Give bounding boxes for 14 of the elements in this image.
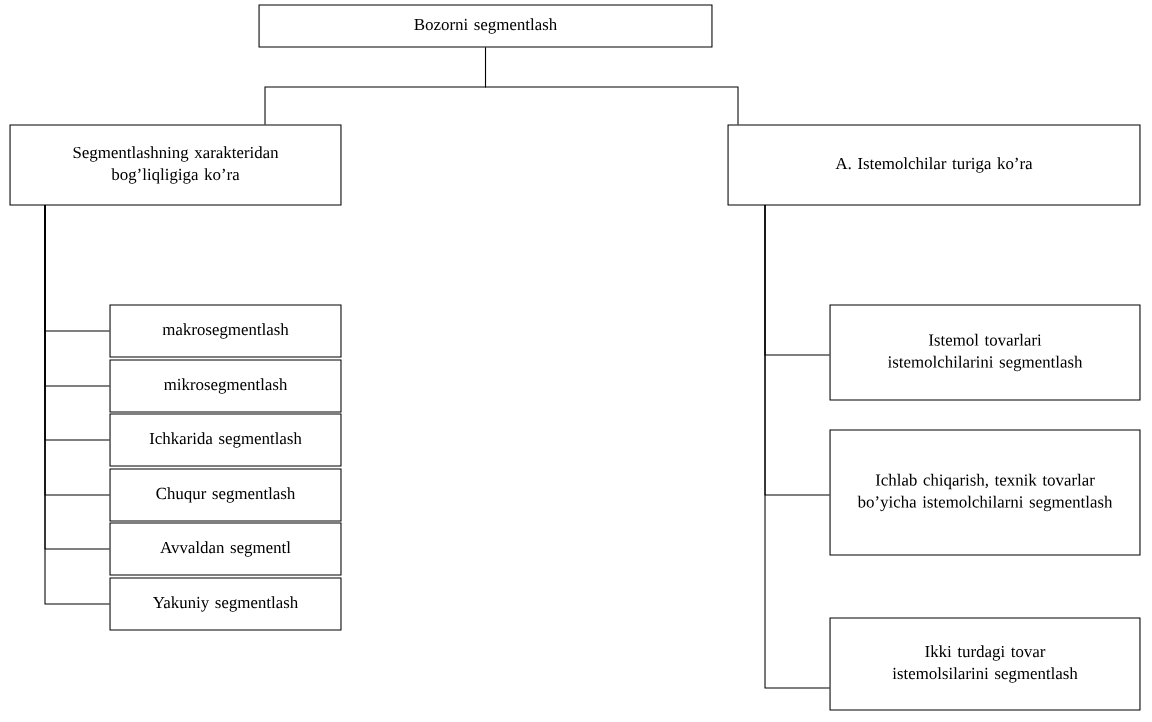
item-box: Yakuniy segmentlash (109, 577, 342, 631)
item-box: Istemol tovarlari istemolchilarini segmentlash (829, 304, 1141, 401)
item-box: Avvaldan segmentl (109, 522, 342, 576)
item-box: Chuqur segmentlash (109, 468, 342, 522)
item-box: Ikki turdagi tovar istemolsilarini segmentlash (829, 617, 1141, 711)
item-box: makrosegmentlash (109, 304, 342, 358)
item-box: Ichlab chiqarish, texnik tovarlar bo’yicha istemolchilarni segmentlash (829, 429, 1141, 556)
root-box: Bozorni segmentlash (258, 4, 713, 48)
item-box: Ichkarida segmentlash (109, 413, 342, 467)
connector (485, 47, 739, 125)
category-box: A. Istemolchilar turiga ko’ra (727, 124, 1141, 206)
item-box: mikrosegmentlash (109, 359, 342, 413)
category-box: Segmentlashning xarakteridan bog’liqligiga ko’ra (9, 124, 342, 206)
connector (764, 204, 831, 689)
